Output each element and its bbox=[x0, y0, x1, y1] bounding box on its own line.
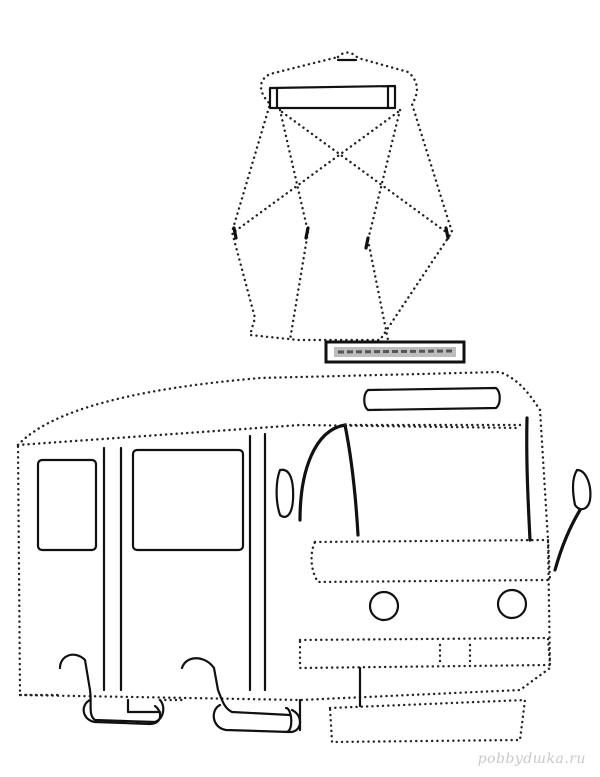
headlight-left bbox=[368, 590, 400, 622]
pantograph-cross-a bbox=[280, 110, 448, 234]
door-frame-right bbox=[248, 432, 267, 692]
pantograph-cross-b bbox=[232, 110, 400, 234]
tram-body bbox=[16, 370, 592, 744]
front-skirt bbox=[328, 698, 527, 744]
front-band bbox=[310, 538, 552, 584]
headlight-right bbox=[496, 588, 528, 620]
side-window-2 bbox=[131, 448, 245, 552]
mirror-right-arm bbox=[553, 508, 582, 572]
mirror-left bbox=[275, 468, 295, 518]
windscreen-pillar-left bbox=[298, 423, 360, 537]
joint-mark bbox=[364, 236, 370, 250]
step bbox=[126, 698, 162, 714]
joint-mark bbox=[232, 226, 238, 240]
destination-display bbox=[363, 386, 501, 412]
body-outline bbox=[16, 370, 552, 702]
pantograph-outline bbox=[230, 51, 454, 342]
pantograph-arm-right-upper bbox=[366, 108, 402, 242]
pantograph-arm-left-upper bbox=[278, 108, 310, 234]
bogie-right bbox=[180, 657, 292, 717]
coupler-mark bbox=[438, 643, 472, 664]
collector-bar bbox=[268, 84, 397, 110]
pantograph-base bbox=[324, 340, 466, 364]
mirror-right bbox=[571, 468, 592, 511]
watermark: pobbydшka.ru bbox=[477, 751, 586, 767]
lower-front-band bbox=[298, 636, 552, 670]
wheel-right-cap bbox=[284, 706, 293, 734]
joint-mark bbox=[304, 226, 310, 240]
pantograph-arm-right-lower bbox=[366, 238, 390, 342]
windscreen-pillar-right bbox=[525, 416, 532, 542]
pantograph-arm-left-lower bbox=[288, 230, 310, 342]
pantograph bbox=[230, 51, 454, 342]
bogie-left bbox=[58, 653, 165, 724]
undercarriage bbox=[18, 653, 302, 734]
joint-mark bbox=[444, 226, 450, 240]
wheel-right bbox=[212, 703, 302, 734]
underframe-dots bbox=[18, 693, 184, 702]
door-frame-left bbox=[102, 446, 123, 692]
body-top-edge bbox=[16, 423, 522, 447]
side-window-1 bbox=[36, 458, 98, 552]
